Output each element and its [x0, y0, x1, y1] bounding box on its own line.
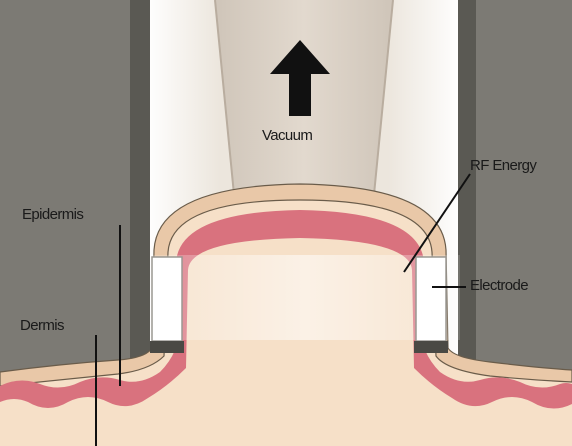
vacuum-label: Vacuum: [262, 128, 312, 143]
rf-energy-label: RF Energy: [470, 158, 536, 173]
device-left-inner-edge: [130, 0, 150, 372]
epidermis-label: Epidermis: [22, 207, 83, 222]
electrode-right-base: [414, 341, 448, 353]
rf-energy-field: [150, 255, 460, 340]
electrode-left: [152, 257, 182, 341]
electrode-right: [416, 257, 446, 341]
dermis-label: Dermis: [20, 318, 64, 333]
device-right-inner-edge: [458, 0, 476, 372]
electrode-label: Electrode: [470, 278, 528, 293]
electrode-left-base: [150, 341, 184, 353]
